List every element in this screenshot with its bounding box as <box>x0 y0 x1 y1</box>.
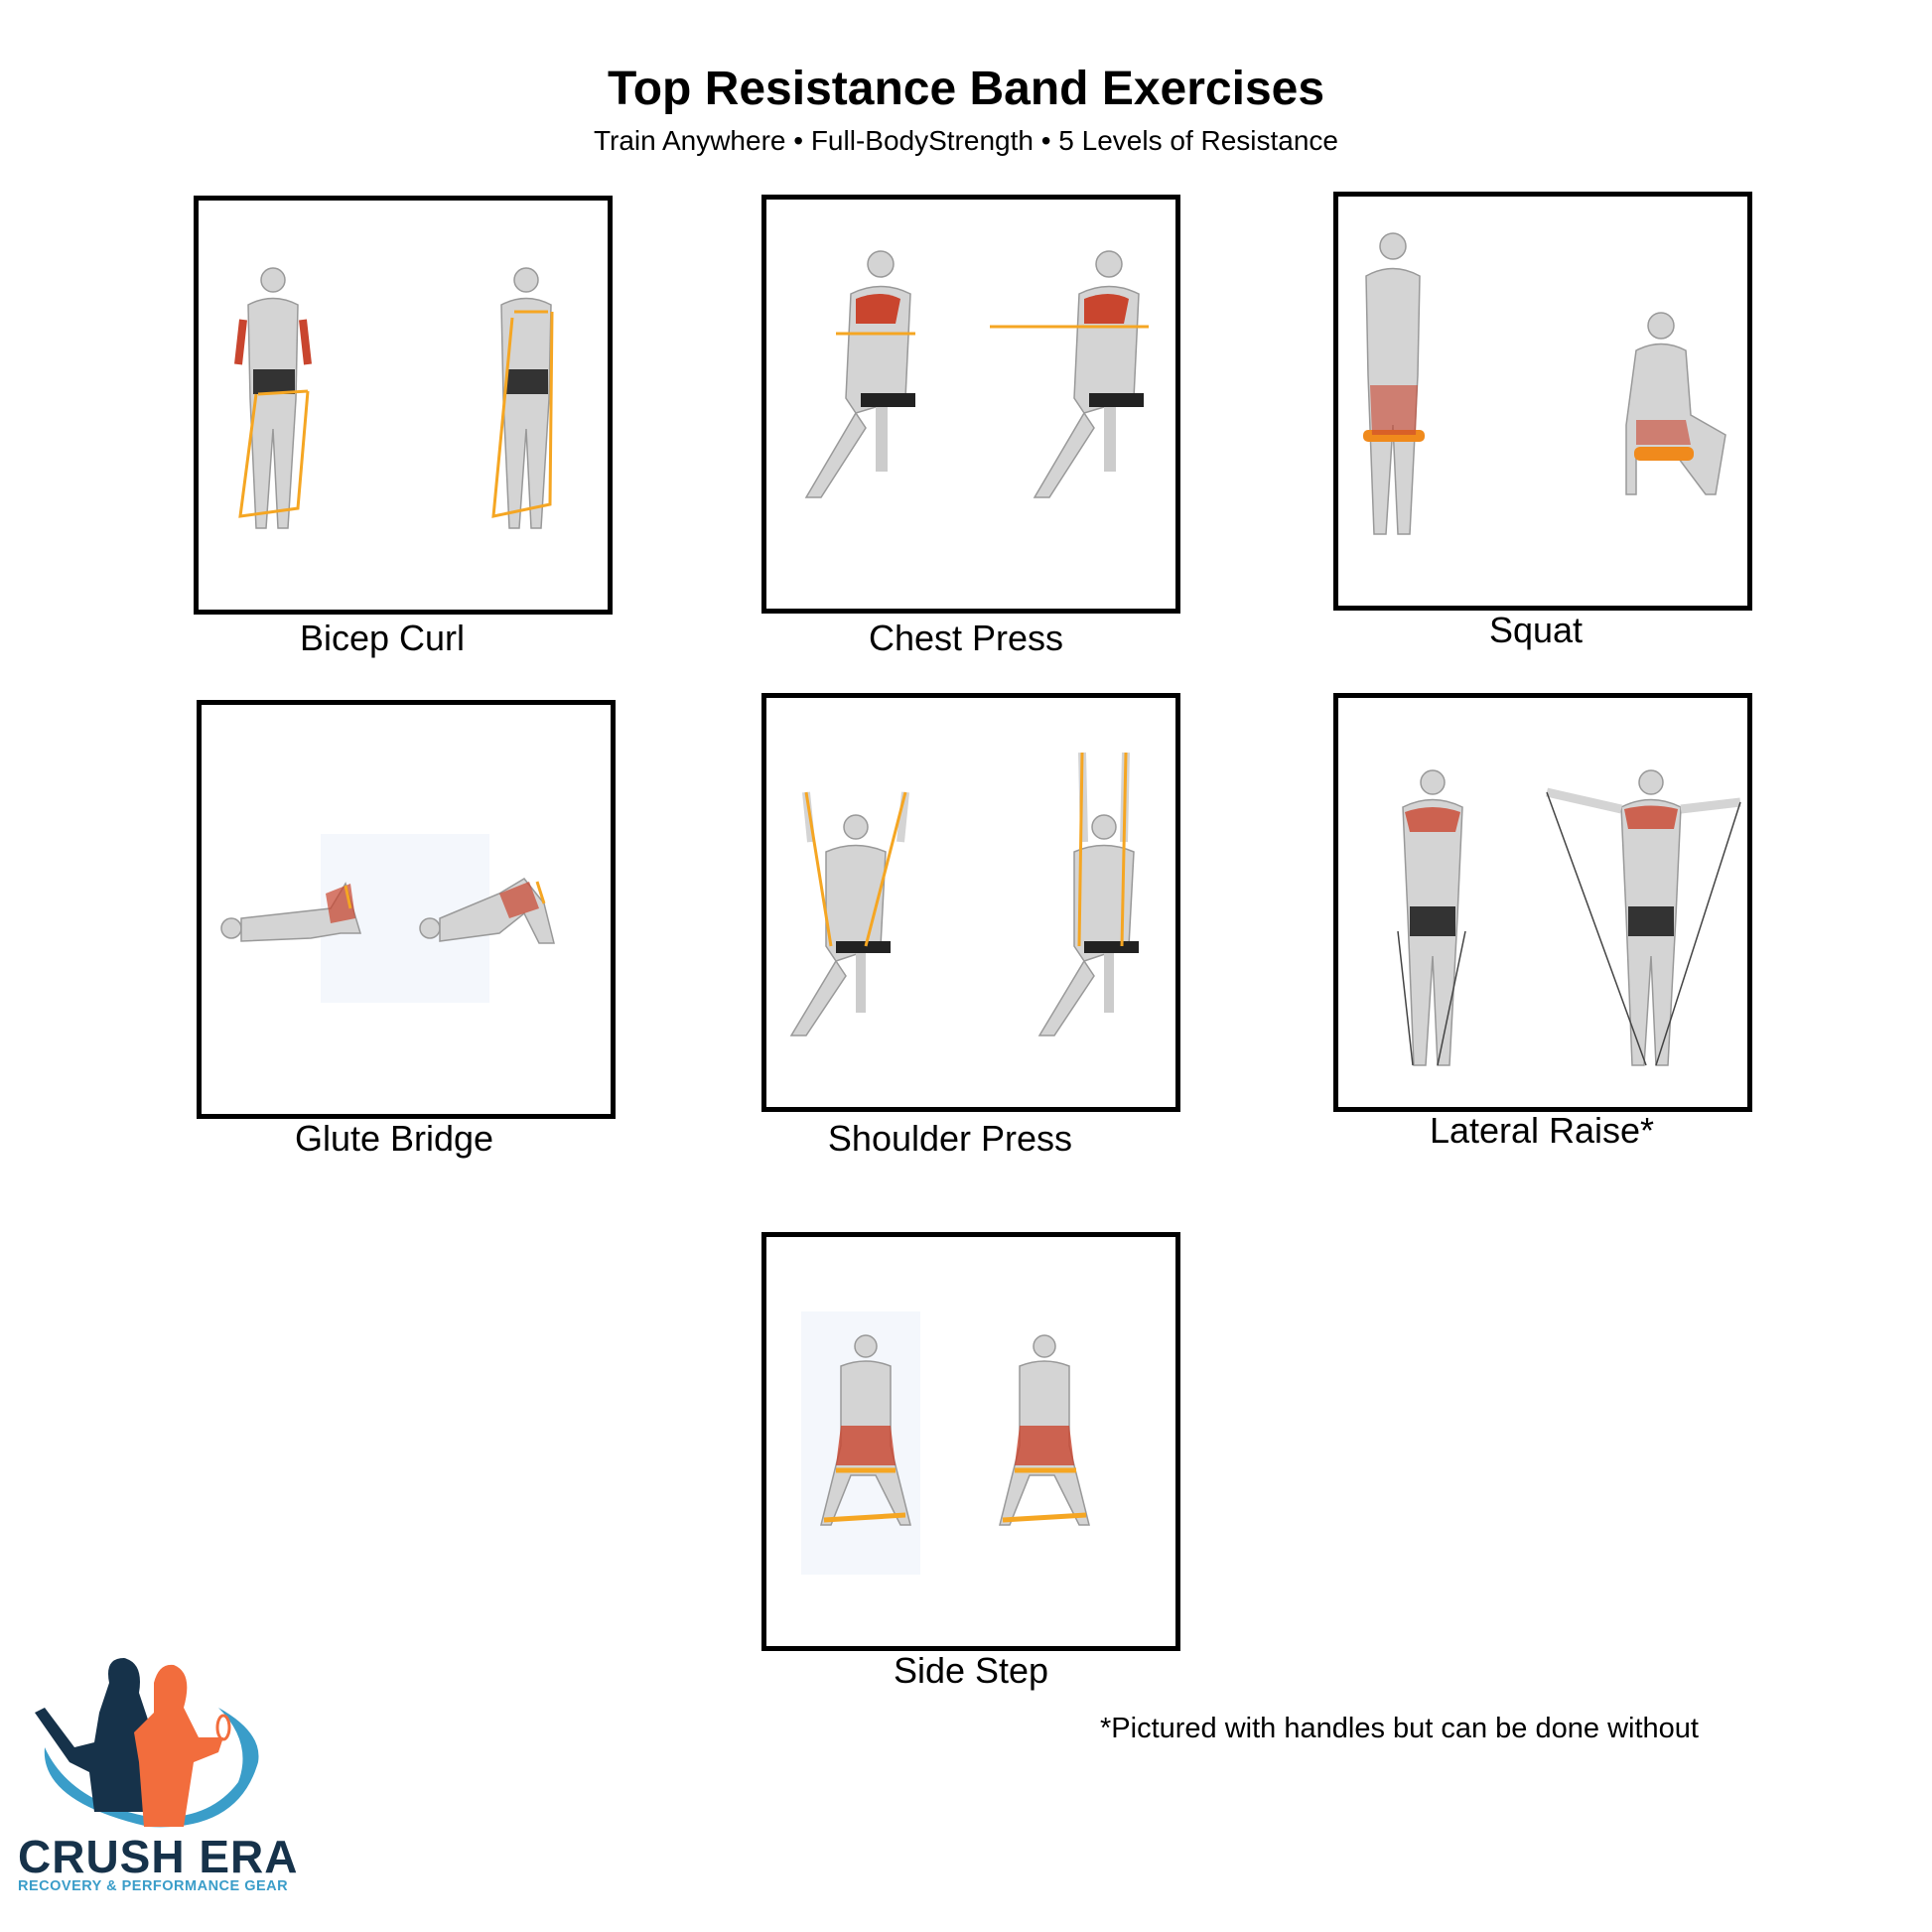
shoulder-press-illustration <box>789 752 1139 1036</box>
exercise-label-squat: Squat <box>1488 610 1584 650</box>
exercise-card-side-step <box>761 1232 1180 1651</box>
crush-era-logo <box>35 1658 259 1828</box>
footnote: *Pictured with handles but can be done w… <box>1100 1713 1699 1744</box>
exercise-label-lateral-raise: Lateral Raise* <box>1429 1110 1655 1151</box>
exercise-card-squat <box>1333 192 1752 611</box>
exercise-card-lateral-raise <box>1333 693 1752 1112</box>
exercise-card-shoulder-press <box>761 693 1180 1112</box>
glute-bridge-illustration <box>220 834 555 1003</box>
exercise-label-shoulder-press: Shoulder Press <box>827 1118 1073 1159</box>
squat-illustration <box>1363 232 1726 535</box>
exercise-label-side-step: Side Step <box>893 1650 1049 1691</box>
bicep-curl-illustration <box>234 267 554 529</box>
page-subtitle: Train Anywhere • Full-BodyStrength • 5 L… <box>593 125 1339 156</box>
brand-tagline: RECOVERY & PERFORMANCE GEAR <box>18 1878 289 1894</box>
exercise-card-chest-press <box>761 195 1180 614</box>
exercise-label-glute-bridge: Glute Bridge <box>294 1118 494 1159</box>
exercise-label-bicep-curl: Bicep Curl <box>299 618 466 658</box>
chest-press-illustration <box>804 250 1149 498</box>
exercise-label-chest-press: Chest Press <box>868 618 1064 658</box>
side-step-illustration <box>801 1311 1090 1575</box>
exercise-card-bicep-curl <box>194 196 613 615</box>
lateral-raise-illustration <box>1397 769 1741 1066</box>
page-title: Top Resistance Band Exercises <box>607 63 1325 115</box>
exercise-card-glute-bridge <box>197 700 616 1119</box>
brand-name: CRUSH ERA <box>18 1831 299 1882</box>
